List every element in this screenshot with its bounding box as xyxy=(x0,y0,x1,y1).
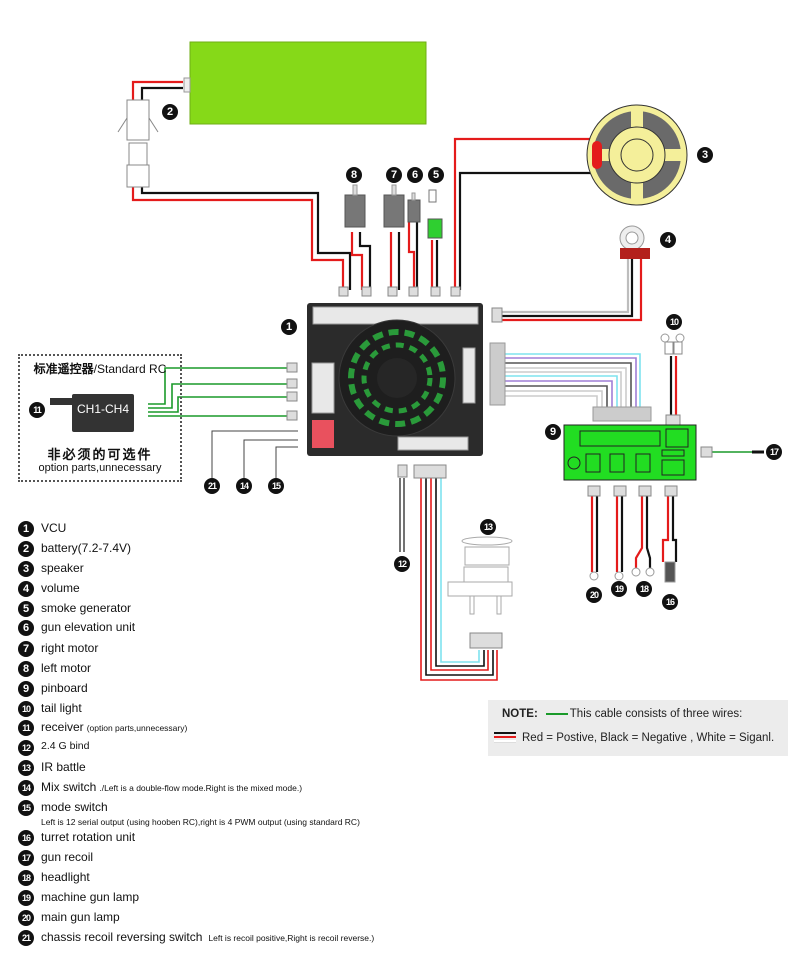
legend-num: 5 xyxy=(18,601,34,617)
note-wire-colors: Red = Postive, Black = Negative , White … xyxy=(522,732,775,744)
legend-label: pinboard xyxy=(41,681,88,695)
marker-mode-switch: 15 xyxy=(268,478,284,494)
marker-mix-switch: 14 xyxy=(236,478,252,494)
legend-num: 20 xyxy=(18,910,34,926)
legend-label: turret rotation unit xyxy=(41,830,136,844)
marker-volume: 4 xyxy=(660,232,676,248)
rc-title-en: /Standard RC xyxy=(93,362,167,376)
legend-note: Left is recoil positive,Right is recoil … xyxy=(208,933,375,943)
marker-receiver: 11 xyxy=(29,402,45,418)
legend-note: ./Left is a double-flow mode.Right is th… xyxy=(99,783,303,793)
marker-ir-battle: 13 xyxy=(480,519,496,535)
legend-num: 19 xyxy=(18,890,34,906)
legend-num: 1 xyxy=(18,521,34,537)
legend-label: 2.4 G bind xyxy=(41,740,90,752)
marker-2-4g-bind: 12 xyxy=(394,556,410,572)
legend-num: 15 xyxy=(18,800,34,816)
green-cable-swatch xyxy=(545,712,568,715)
legend-num: 16 xyxy=(18,830,34,846)
legend-label: VCU xyxy=(41,521,67,535)
marker-pinboard: 9 xyxy=(545,424,561,440)
legend-num: 13 xyxy=(18,760,34,776)
wire-color-note: NOTE: This cable consists of three wires:… xyxy=(488,700,788,756)
rc-title-cn: 标准遥控器 xyxy=(33,362,94,376)
receiver-antenna xyxy=(50,398,72,405)
legend-label: tail light xyxy=(41,701,82,715)
marker-chassis-recoil-switch: 21 xyxy=(204,478,220,494)
legend-label: IR battle xyxy=(41,760,86,774)
legend-num: 2 xyxy=(18,541,34,557)
marker-headlight: 18 xyxy=(636,581,652,597)
legend-note: (option parts,unnecessary) xyxy=(86,723,188,733)
legend-num: 8 xyxy=(18,661,34,677)
legend-label: Mix switch xyxy=(41,780,97,794)
legend-num: 3 xyxy=(18,561,34,577)
three-wire-swatch xyxy=(494,732,516,744)
note-prefix: NOTE: xyxy=(502,708,538,720)
legend-num: 10 xyxy=(18,701,34,717)
marker-gun-elevation: 6 xyxy=(407,167,423,183)
legend-label: main gun lamp xyxy=(41,910,120,924)
receiver-module: CH1-CH4 xyxy=(72,394,134,432)
marker-left-motor: 8 xyxy=(346,167,362,183)
legend-num: 7 xyxy=(18,641,34,657)
legend-label: left motor xyxy=(41,661,92,675)
marker-smoke-generator: 5 xyxy=(428,167,444,183)
legend-num: 12 xyxy=(18,740,34,756)
legend-label: gun elevation unit xyxy=(41,620,136,634)
marker-battery: 2 xyxy=(162,104,178,120)
legend-label: mode switch xyxy=(41,800,108,814)
rc-title: 标准遥控器/Standard RC xyxy=(20,360,180,377)
legend-label: machine gun lamp xyxy=(41,890,140,904)
legend-label: smoke generator xyxy=(41,601,132,615)
legend-label: right motor xyxy=(41,641,99,655)
receiver-label: CH1-CH4 xyxy=(77,402,130,416)
legend-label: receiver xyxy=(41,720,84,734)
marker-machine-gun-lamp: 19 xyxy=(611,581,627,597)
legend-label: battery(7.2-7.4V) xyxy=(41,541,132,555)
legend-num: 6 xyxy=(18,620,34,636)
legend-num: 21 xyxy=(18,930,34,946)
marker-tail-light: 10 xyxy=(666,314,682,330)
marker-gun-recoil: 17 xyxy=(766,444,782,460)
optional-cn-label: 非必须的可选件 xyxy=(47,447,153,462)
marker-main-gun-lamp: 20 xyxy=(586,587,602,603)
legend-label: gun recoil xyxy=(41,850,94,864)
marker-speaker: 3 xyxy=(697,147,713,163)
legend-num: 17 xyxy=(18,850,34,866)
marker-turret-rotation: 16 xyxy=(662,594,678,610)
legend-label: headlight xyxy=(41,870,90,884)
note-line-2: Red = Postive, Black = Negative , White … xyxy=(494,732,774,744)
marker-vcu: 1 xyxy=(281,319,297,335)
legend-label: volume xyxy=(41,581,80,595)
marker-right-motor: 7 xyxy=(386,167,402,183)
legend-num: 9 xyxy=(18,681,34,697)
legend-num: 14 xyxy=(18,780,34,796)
legend-num: 4 xyxy=(18,581,34,597)
note-line-1: NOTE: This cable consists of three wires: xyxy=(502,708,742,720)
standard-rc-box: 标准遥控器/Standard RC 11 CH1-CH4 非必须的可选件 opt… xyxy=(18,354,182,482)
legend-detail: Left is 12 serial output (using hooben R… xyxy=(41,817,360,827)
legend-num: 18 xyxy=(18,870,34,886)
legend-label: chassis recoil reversing switch xyxy=(41,930,203,944)
optional-en-label: option parts,unnecessary xyxy=(38,462,162,474)
note-green-cable: This cable consists of three wires: xyxy=(569,708,743,720)
legend-label: speaker xyxy=(41,561,84,575)
legend-num: 11 xyxy=(18,720,34,736)
